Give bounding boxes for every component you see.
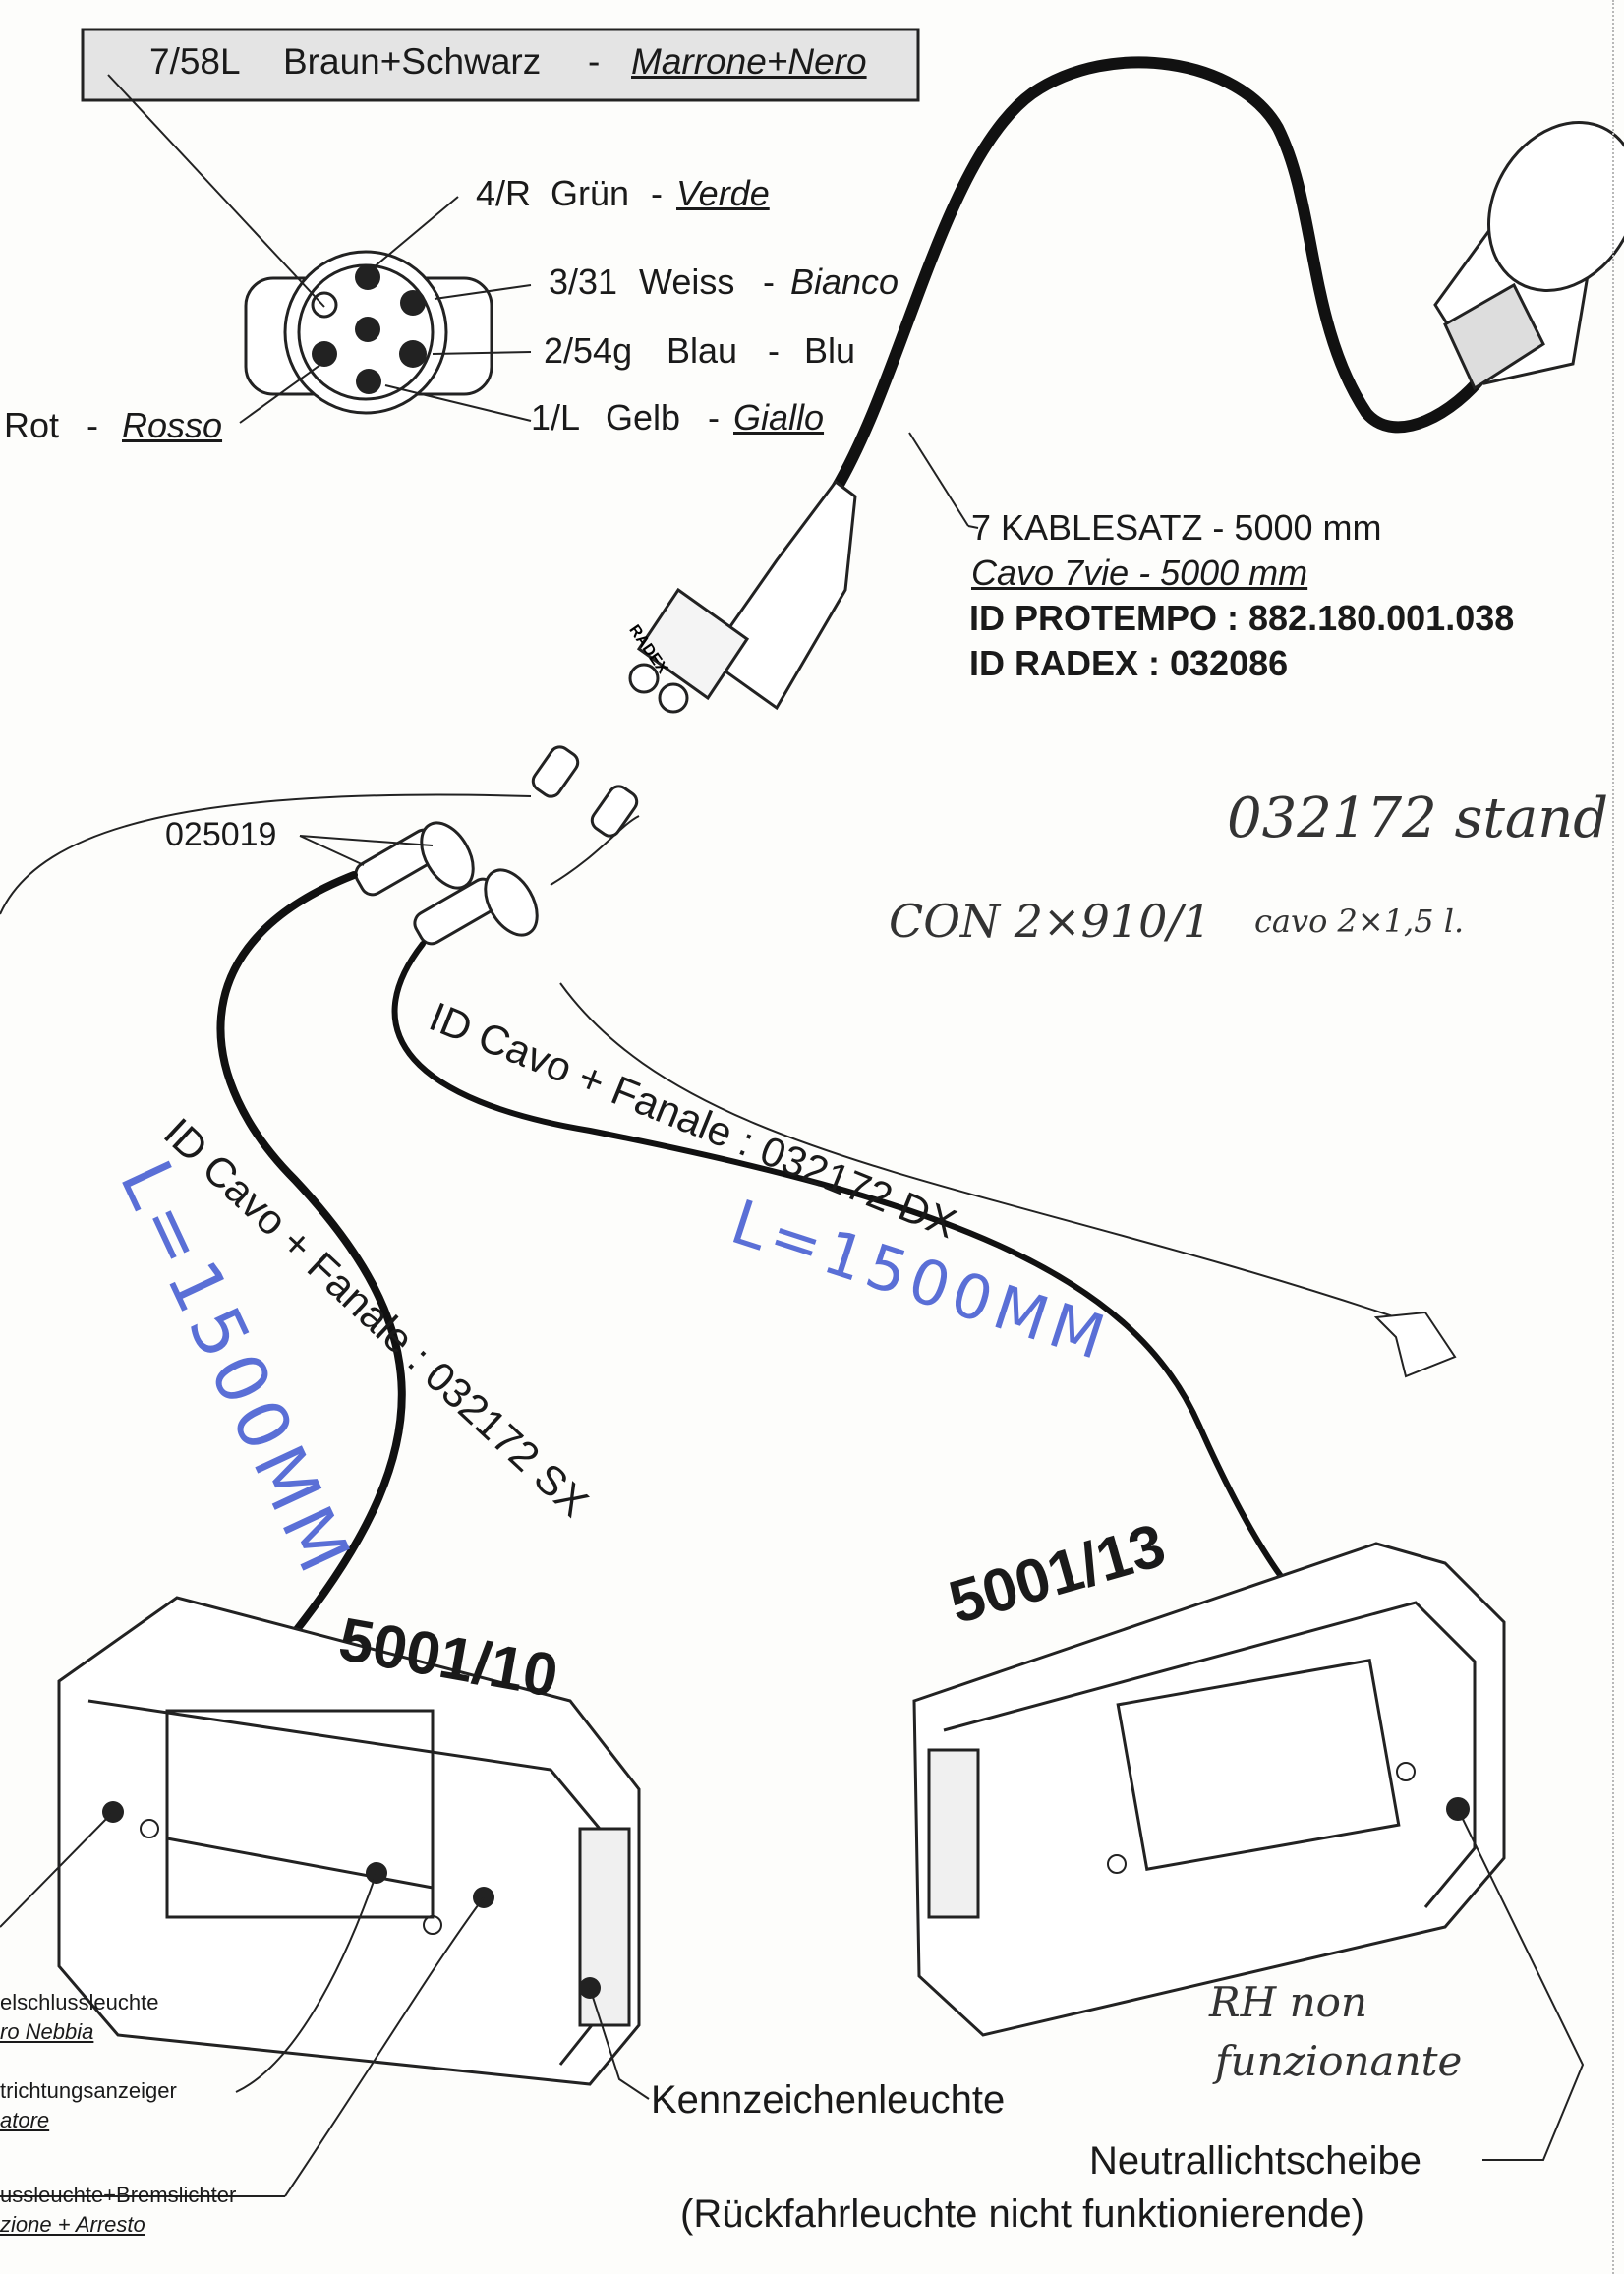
pin-4-sep: - — [651, 173, 663, 213]
pin-2-code: 2/54g — [544, 330, 633, 371]
handwritten-note-top-2: CON 2×910/1 — [889, 895, 1212, 948]
handwritten-note-rh-2: funzionante — [1215, 2037, 1463, 2085]
header-box — [81, 28, 920, 102]
pin-rot-sep: - — [87, 405, 98, 445]
header-de: Braun+Schwarz — [283, 41, 542, 82]
socket-pins — [311, 264, 427, 394]
cable-leader-line — [908, 432, 969, 527]
handwritten-note-top-1: 032172 stand — [1227, 787, 1609, 850]
socket-leader-lines — [107, 74, 532, 424]
bullet-plug — [628, 479, 857, 714]
pin-3-code: 3/31 — [549, 262, 618, 302]
main-cable — [830, 56, 1490, 496]
left-lamp — [57, 1596, 641, 2086]
pin-1-it: Giallo — [733, 397, 825, 437]
pin-3-de: Weiss — [639, 262, 735, 302]
left-lamp-cable — [216, 871, 406, 1636]
lamp-leader-lines — [0, 1808, 1585, 2197]
right-lamp-cable — [391, 941, 1330, 1625]
left-label-1-de: elschlussleuchte — [0, 1990, 159, 2014]
pin-2-sep: - — [768, 330, 780, 371]
pin-1-sep: - — [708, 397, 720, 437]
pin-2-it: Blu — [804, 330, 856, 371]
handwritten-note-rh-1: RH non — [1209, 1978, 1367, 2026]
handwritten-note-top-3: cavo 2×1,5 l. — [1254, 903, 1465, 940]
pin-4-de: Grün — [551, 173, 630, 213]
pin-rot-de: Rot — [4, 405, 60, 445]
left-label-1-it: ro Nebbia — [0, 2019, 94, 2044]
left-label-3-de: ussleuchte+Bremslichter — [0, 2183, 237, 2207]
pin-1-de: Gelb — [606, 397, 681, 437]
neutral-lens-label: Neutrallichtscheibe — [1089, 2139, 1421, 2183]
reverse-light-note: (Rückfahrleuchte nicht funktionierende) — [680, 2192, 1364, 2236]
pin-4-it: Verde — [676, 173, 770, 213]
scan-edge-line — [1610, 0, 1614, 2274]
left-label-2-it: atore — [0, 2108, 50, 2132]
main-plug — [1433, 121, 1624, 391]
right-lamp — [912, 1542, 1506, 2037]
pin-3-it: Bianco — [790, 262, 899, 302]
branch-connectors — [354, 745, 639, 946]
thin-wires — [0, 793, 1397, 1318]
cable-line-4: ID RADEX : 032086 — [969, 643, 1289, 683]
cable-line-3: ID PROTEMPO : 882.180.001.038 — [969, 598, 1515, 638]
pin-1-code: 1/L — [531, 397, 581, 437]
connector-id-leader — [299, 835, 434, 846]
pin-4-code: 4/R — [476, 173, 532, 213]
cable-line-1: 7 KABLESATZ - 5000 mm — [971, 507, 1382, 548]
left-label-2-de: trichtungsanzeiger — [0, 2078, 177, 2103]
pin-rot-it: Rosso — [122, 405, 223, 445]
cable-line-2: Cavo 7vie - 5000 mm — [971, 553, 1308, 593]
pin-3-sep: - — [763, 262, 775, 302]
pin-2-de: Blau — [667, 330, 738, 371]
header-code: 7/58L — [149, 41, 241, 82]
branch-connector-id: 025019 — [165, 816, 277, 853]
header-sep: - — [588, 41, 601, 82]
wire-flag — [1373, 1311, 1457, 1378]
header-it: Marrone+Nero — [631, 41, 867, 82]
left-label-3-it: zione + Arresto — [0, 2212, 145, 2237]
plate-light-label: Kennzeichenleuchte — [651, 2078, 1006, 2122]
